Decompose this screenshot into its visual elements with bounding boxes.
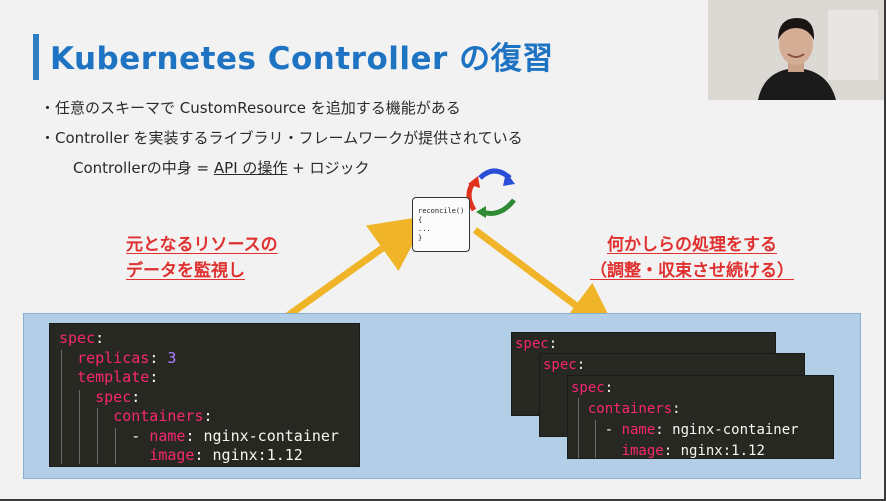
formula-api: API の操作 xyxy=(213,159,288,177)
indent-guide xyxy=(79,390,80,464)
watch-label-line-1: 元となるリソースの xyxy=(126,235,278,255)
scroll-line-1: reconcile() xyxy=(418,207,465,215)
process-label-line-1: 何かしらの処理をする xyxy=(607,235,777,255)
indent-guide xyxy=(97,408,98,464)
reconcile-scroll: reconcile() { ... } xyxy=(412,197,470,252)
yaml-line: containers: xyxy=(113,407,213,425)
scroll-line-4: } xyxy=(418,234,423,242)
bullet-custom-resource: ・任意のスキーマで CustomResource を追加する機能がある xyxy=(40,99,461,117)
indent-guide xyxy=(115,428,116,464)
bullet-controller-framework: ・Controller を実装するライブラリ・フレームワークが提供されている xyxy=(40,129,523,147)
indent-guide xyxy=(595,420,596,458)
source-resource-yaml: spec: replicas: 3 template: spec: contai… xyxy=(49,323,360,467)
yaml-line: template: xyxy=(77,368,159,386)
process-label-line-2: （調整・収束させ続ける） xyxy=(590,261,794,281)
title-accent-bar xyxy=(33,34,39,80)
process-label: 何かしらの処理をする （調整・収束させ続ける） xyxy=(590,232,794,284)
indent-guide xyxy=(61,350,62,464)
arrow-reconcile xyxy=(472,227,621,339)
formula-prefix: Controllerの中身 = xyxy=(73,159,214,177)
indent-guide xyxy=(578,398,579,458)
formula-suffix: + ロジック xyxy=(287,159,370,177)
controller-formula: Controllerの中身 = API の操作 + ロジック xyxy=(73,157,370,178)
yaml-line: spec: xyxy=(571,380,614,396)
presenter-icon xyxy=(708,0,884,100)
watch-label-line-2: データを監視し xyxy=(126,261,245,281)
cycle-arrows-icon xyxy=(466,168,516,218)
scroll-line-3: ... xyxy=(418,225,431,233)
yaml-line: spec: xyxy=(95,387,141,406)
yaml-line: spec: xyxy=(543,357,586,373)
slide-title: Kubernetes Controller の復習 xyxy=(50,41,554,77)
yaml-line: spec: xyxy=(59,329,105,347)
managed-resource-yaml-3: spec: containers: - name: nginx-containe… xyxy=(567,375,834,459)
yaml-line: - name: nginx-container xyxy=(571,422,799,438)
presenter-webcam xyxy=(708,0,884,100)
yaml-line: image: nginx:1.12 xyxy=(149,446,303,464)
scroll-line-2: { xyxy=(418,216,423,224)
yaml-line: containers: xyxy=(587,401,681,417)
yaml-line: - name: nginx-container xyxy=(59,426,339,445)
arrow-watch xyxy=(269,215,428,330)
yaml-line: replicas: 3 xyxy=(77,348,177,367)
watch-label: 元となるリソースの データを監視し xyxy=(126,232,278,284)
yaml-line: image: nginx:1.12 xyxy=(621,443,765,459)
yaml-line: spec: xyxy=(515,336,558,352)
